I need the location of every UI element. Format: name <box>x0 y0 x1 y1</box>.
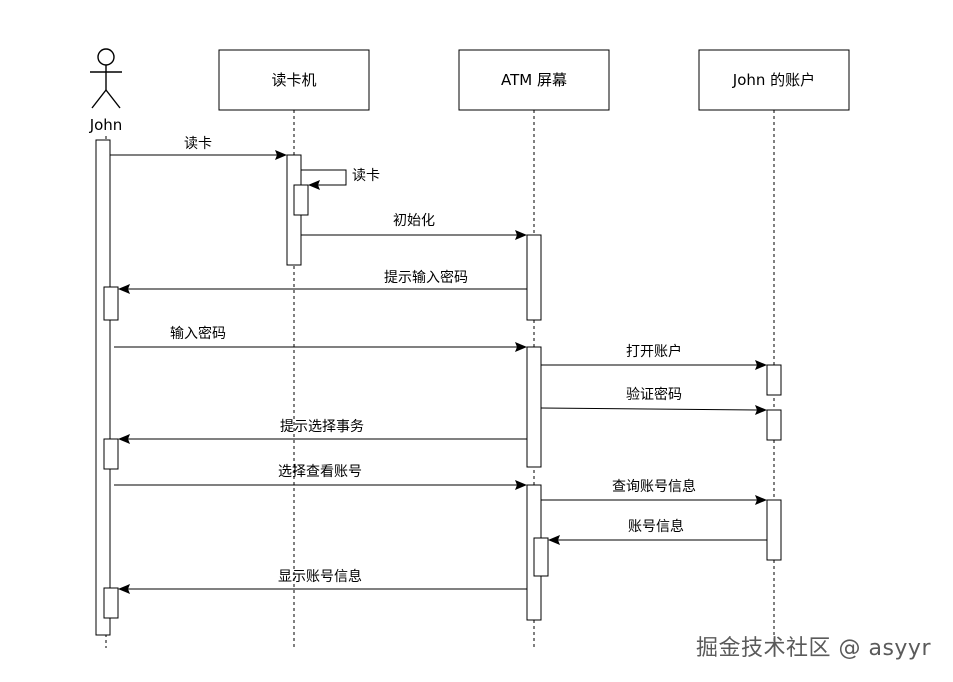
message-initialize: 初始化 <box>301 212 527 240</box>
message-account-info: 账号信息 <box>548 518 767 545</box>
activation-john-4 <box>103 587 119 619</box>
message-read-card-self: 读卡 <box>301 167 380 190</box>
actor-john: John <box>89 48 123 134</box>
message-label: 账号信息 <box>628 518 684 535</box>
message-label: 打开账户 <box>626 343 682 360</box>
activation-atm-1 <box>526 234 542 321</box>
message-label: 显示账号信息 <box>278 568 362 585</box>
activation-account-2 <box>766 409 782 441</box>
participant-atm-label: ATM 屏幕 <box>501 71 567 89</box>
participant-reader: 读卡机 <box>218 49 370 111</box>
message-select-view-account: 选择查看账号 <box>114 464 527 490</box>
actor-label: John <box>89 116 123 134</box>
activation-john-2 <box>103 286 119 321</box>
message-label: 选择查看账号 <box>278 464 362 480</box>
message-label: 提示输入密码 <box>384 269 468 286</box>
message-label: 输入密码 <box>170 325 226 342</box>
message-prompt-password: 提示输入密码 <box>118 269 527 294</box>
participant-account-label: John 的账户 <box>732 71 815 89</box>
message-display-account-info: 显示账号信息 <box>118 568 527 594</box>
participant-reader-label: 读卡机 <box>271 71 316 89</box>
message-prompt-select-transaction: 提示选择事务 <box>118 419 527 444</box>
message-label: 读卡 <box>184 135 212 152</box>
activation-atm-2 <box>526 346 542 468</box>
message-verify-password: 验证密码 <box>540 386 767 415</box>
activation-john-3 <box>103 438 119 470</box>
message-open-account: 打开账户 <box>541 343 767 370</box>
message-label: 验证密码 <box>626 386 682 403</box>
message-label: 查询账号信息 <box>612 478 696 495</box>
activation-atm-nested <box>533 537 549 577</box>
watermark: 掘金技术社区 @ asyyr <box>695 636 931 661</box>
message-query-account-info: 查询账号信息 <box>541 478 767 505</box>
message-label: 提示选择事务 <box>280 419 364 435</box>
message-read-card: 读卡 <box>110 135 287 160</box>
message-label: 初始化 <box>393 212 435 229</box>
participant-account: John 的账户 <box>698 49 850 111</box>
activation-john-main <box>95 139 111 636</box>
activation-account-1 <box>766 364 782 396</box>
message-enter-password: 输入密码 <box>114 325 527 352</box>
message-label: 读卡 <box>352 167 380 184</box>
activation-account-3 <box>766 499 782 561</box>
participant-atm: ATM 屏幕 <box>458 49 610 111</box>
activation-reader-self <box>293 184 309 216</box>
actor-head-icon <box>97 48 115 66</box>
